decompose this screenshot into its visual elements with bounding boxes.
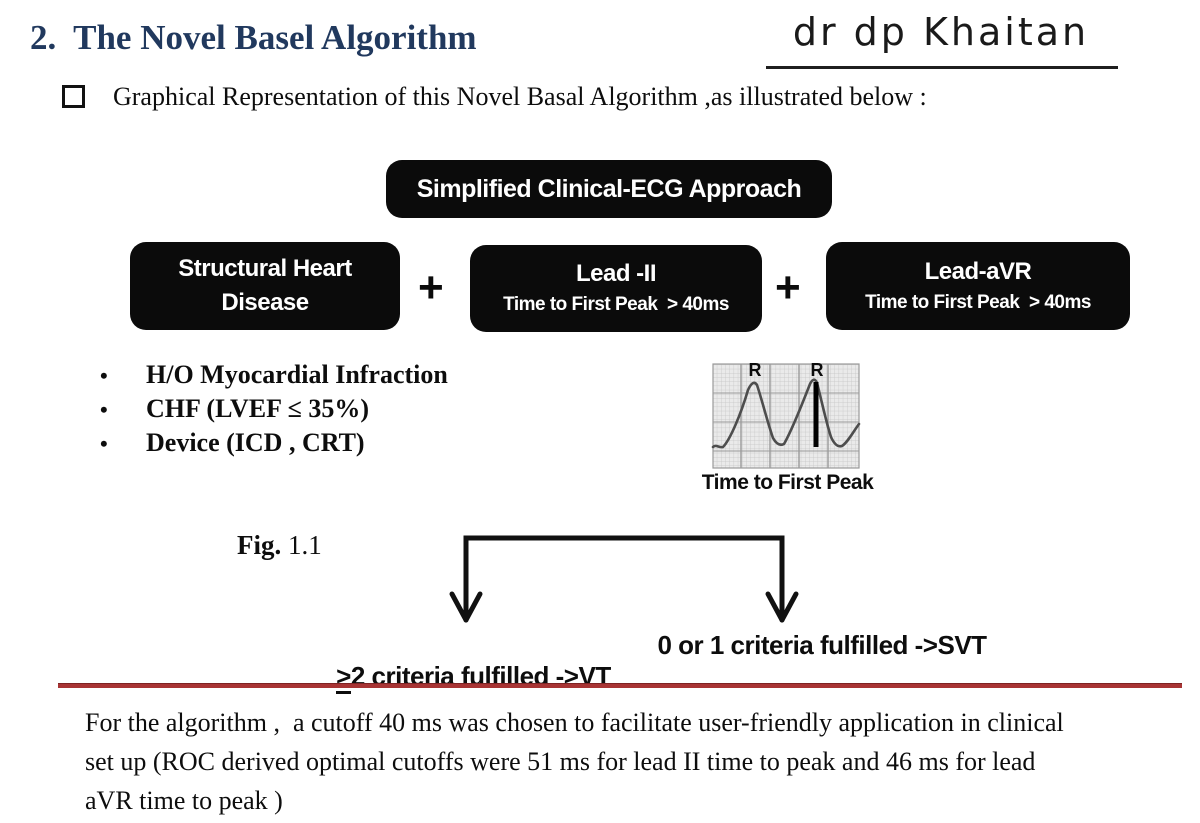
box-structural-line2: Disease (221, 289, 309, 316)
list-item: • H/O Myocardial Infraction (100, 360, 448, 394)
outcome-svt-label: 0 or 1 criteria fulfilled ->SVT (657, 630, 987, 660)
criteria-list: • H/O Myocardial Infraction • CHF (LVEF … (100, 360, 448, 462)
ecg-major-gridlines (713, 364, 859, 468)
ecg-caption: Time to First Peak (701, 471, 874, 494)
list-item: • CHF (LVEF ≤ 35%) (100, 394, 448, 428)
bullet-dot-icon: • (100, 363, 108, 388)
criteria-item-label: H/O Myocardial Infraction (146, 360, 448, 389)
bullet-dot-icon: • (100, 397, 108, 422)
bullet-dot-icon: • (100, 431, 108, 456)
arrowhead-down-icon (449, 591, 483, 623)
box-lead-avr-title: Lead-aVR (924, 257, 1032, 285)
list-item: • Device (ICD , CRT) (100, 428, 448, 462)
box-structural-line1: Structural Heart (178, 255, 352, 283)
branch-arrows (449, 535, 799, 623)
checkbox-bullet-icon (62, 85, 85, 108)
footnote-paragraph: For the algorithm , a cutoff 40 ms was c… (85, 703, 1165, 820)
box-lead-avr-subtitle: Time to First Peak > 40ms (865, 291, 1091, 313)
flowchart-box-approach: Simplified Clinical-ECG Approach (386, 160, 832, 218)
footnote-line: set up (ROC derived optimal cutoffs were… (85, 747, 1036, 776)
page-title: 2. The Novel Basel Algorithm (30, 18, 477, 57)
figure-label: Fig. 1.1 (237, 530, 322, 561)
plus-sign-icon: + (418, 263, 444, 312)
ecg-waveform-trace (711, 378, 861, 449)
figure-label-number: 1.1 (281, 530, 322, 560)
bullet-line: Graphical Representation of this Novel B… (62, 82, 927, 112)
footnote-line: For the algorithm , a cutoff 40 ms was c… (85, 708, 1064, 737)
criteria-item-label: CHF (LVEF ≤ 35%) (146, 394, 369, 423)
figure-label-prefix: Fig. (237, 530, 282, 560)
flowchart-box-lead-ii: Lead -II Time to First Peak > 40ms (470, 245, 762, 332)
arrowhead-down-icon (765, 591, 799, 623)
criteria-item-label: Device (ICD , CRT) (146, 428, 365, 457)
signature-underline (766, 66, 1118, 69)
box-lead-ii-subtitle: Time to First Peak > 40ms (503, 294, 729, 316)
ecg-fine-grid (713, 364, 859, 468)
ecg-grid-border (712, 363, 860, 469)
footnote-line: aVR time to peak ) (85, 786, 283, 815)
flowchart-box-structural-heart-disease: Structural Heart Disease (130, 242, 400, 330)
greater-equal-sign: > (336, 661, 351, 694)
plus-sign-icon: + (775, 263, 801, 312)
flowchart-box-lead-avr: Lead-aVR Time to First Peak > 40ms (826, 242, 1130, 330)
red-divider-line (58, 683, 1182, 688)
r-wave-label: R (749, 360, 762, 380)
flowchart-box-approach-label: Simplified Clinical-ECG Approach (416, 174, 802, 203)
bullet-text: Graphical Representation of this Novel B… (113, 82, 927, 111)
handwritten-signature: dr dp Khaitan (792, 10, 1090, 54)
box-lead-ii-title: Lead -II (575, 260, 657, 288)
r-wave-label: R (811, 360, 824, 380)
ecg-strip-image: R R (711, 360, 861, 469)
